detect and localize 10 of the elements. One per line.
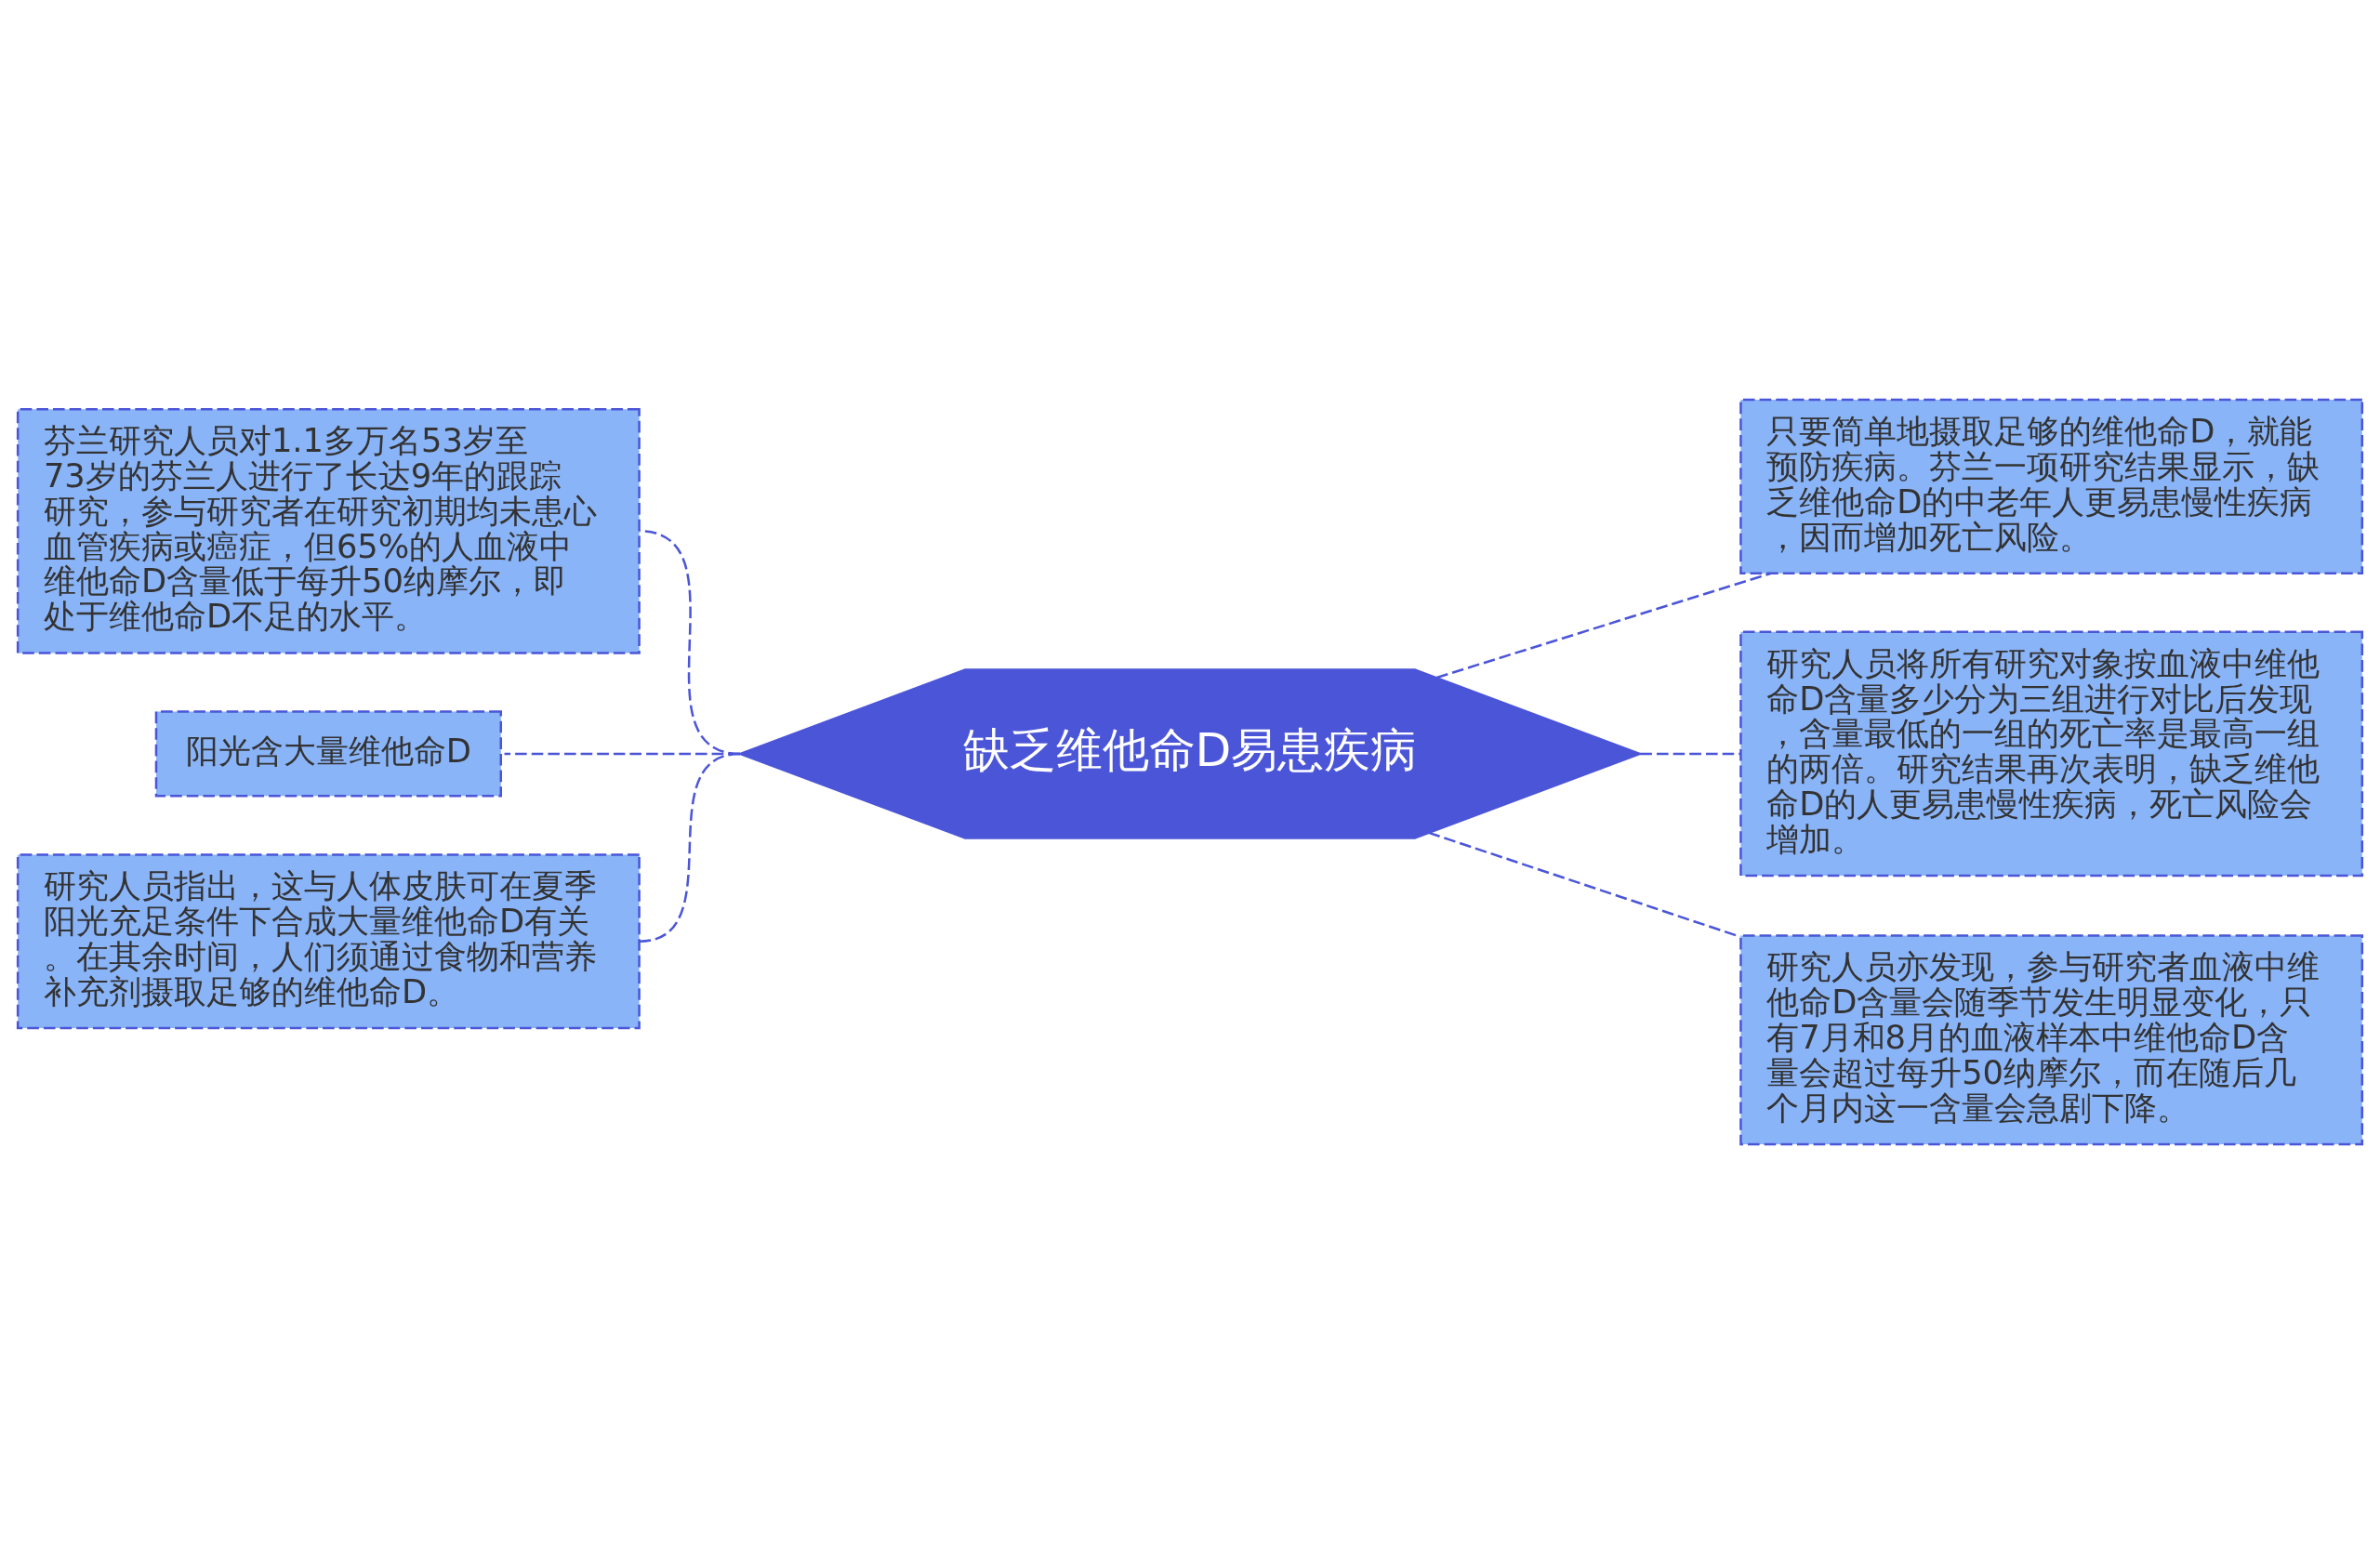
node-box: 阳光含大量维他命D [154,710,503,798]
connector [1640,752,1740,756]
node-box: 研究人员亦发现，参与研究者血液中维他命D含量会随季节发生明显变化，只有7月和8月的血液样本中维他命D含量会超过每升50纳摩尔，而在随后几个月内这一含量会急剧下降。 [1739,934,2364,1146]
connector [639,752,741,943]
connector [1428,831,1741,938]
node-box: 只要简单地摄取足够的维他命D，就能预防疾病。芬兰一项研究结果显示，缺乏维他命D的中老年人更易患慢性疾病，因而增加死亡风险。 [1739,398,2364,574]
node-box: 芬兰研究人员对1.1多万名53岁至73岁的芬兰人进行了长达9年的跟踪研究，参与研究者在研究初期均未患心血管疾病或癌症，但65%的人血液中维他命D含量低于每升50纳摩尔，即处于维他命D不足的水平。 [16,407,641,654]
node-box: 研究人员将所有研究对象按血液中维他命D含量多少分为三组进行对比后发现，含量最低的一组的死亡率是最高一组的两倍。研究结果再次表明，缺乏维他命D的人更易患慢性疾病，死亡风险会增加。 [1739,630,2364,878]
connector [1436,572,1771,680]
node-box: 研究人员指出，这与人体皮肤可在夏季阳光充足条件下合成大量维他命D有关。在其余时间，人们须通过食物和营养补充剂摄取足够的维他命D。 [16,853,641,1030]
